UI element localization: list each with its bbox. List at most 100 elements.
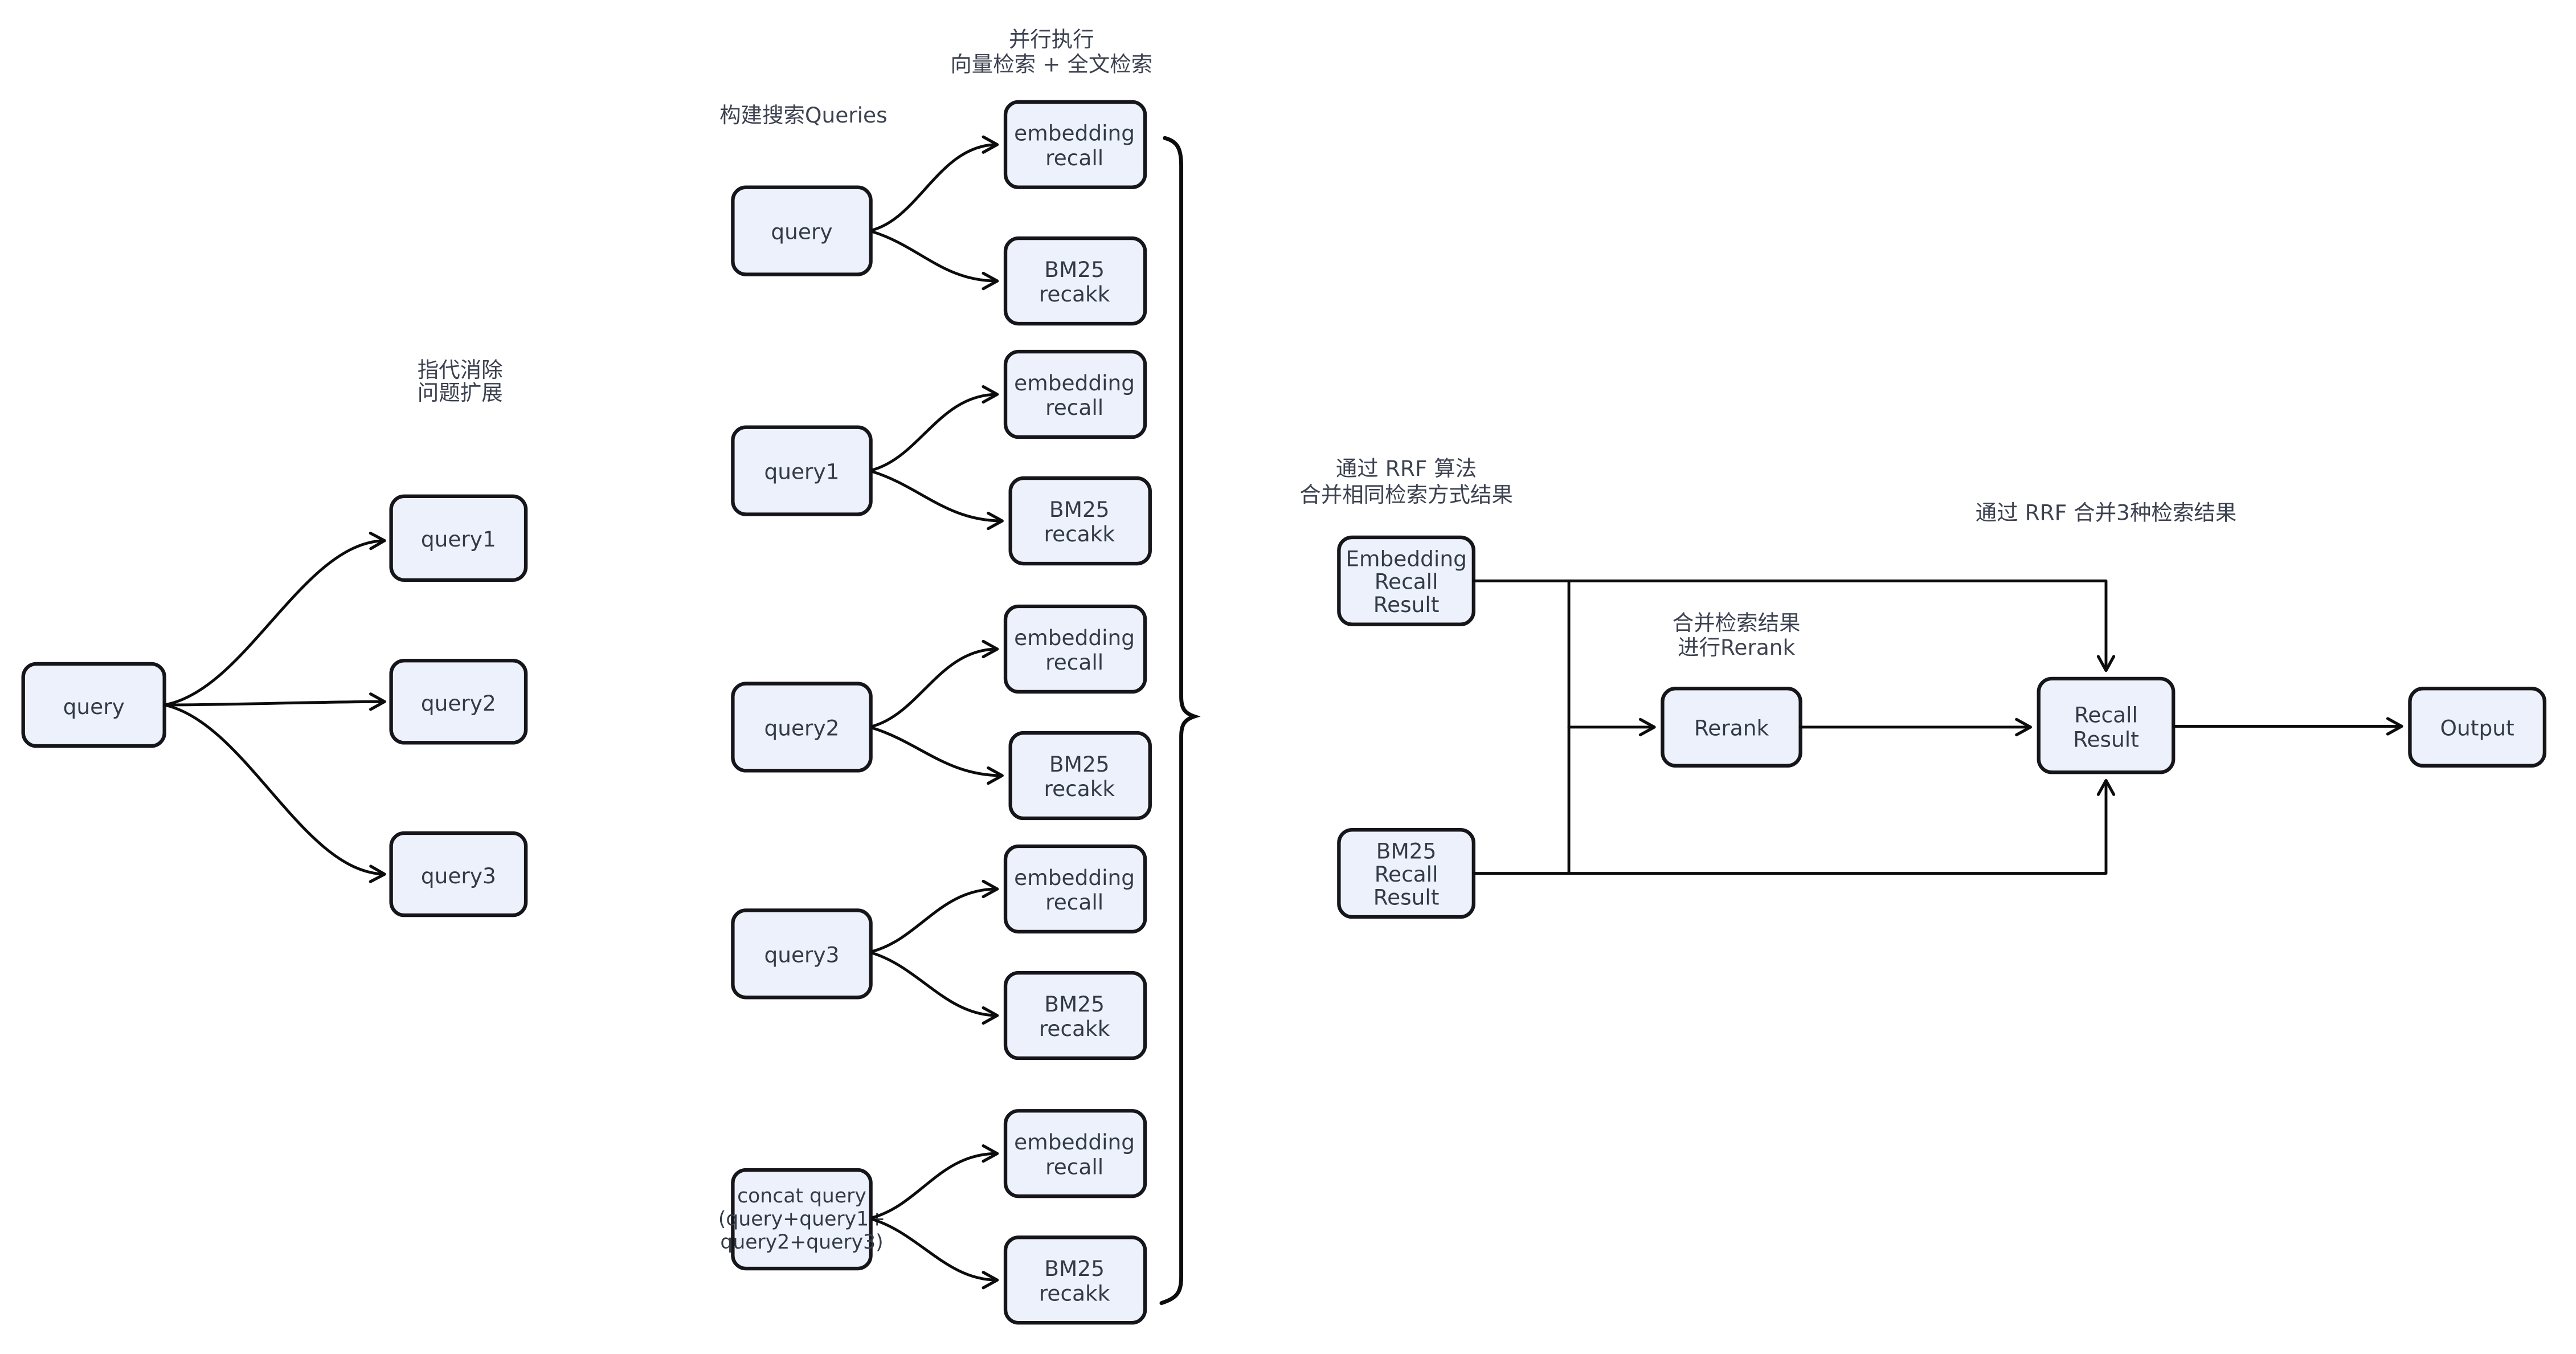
node-left-query3: query3 — [389, 831, 528, 917]
arrow-concat-to-g5-bm25 — [871, 1218, 999, 1290]
annotation-coref: 指代消除 问题扩展 — [418, 357, 503, 405]
node-g2-bm25-recall-line2: recakk — [1044, 521, 1115, 547]
node-g2-bm25-recall-line1: BM25 — [1049, 497, 1110, 522]
node-output-label: Output — [2440, 715, 2514, 740]
node-g3-bm25-recall: BM25 recakk — [1008, 731, 1152, 821]
node-g1-embedding-recall: embedding recall — [1003, 100, 1147, 189]
node-embedding-recall-result-line1: Embedding — [1346, 546, 1467, 571]
annotation-rrf-merge3-text: 通过 RRF 合并3种检索结果 — [1976, 500, 2237, 525]
node-g4-bm25-recall: BM25 recakk — [1003, 970, 1147, 1061]
arrow-query-to-query1 — [163, 532, 386, 707]
node-concat-query-line3: query2+query3) — [720, 1231, 883, 1254]
node-mid-query1-box — [731, 425, 873, 516]
node-mid-query: query — [731, 185, 873, 276]
node-g1-embedding-recall-box — [1003, 100, 1147, 189]
node-g2-embedding-recall-box — [1003, 349, 1147, 439]
node-recall-result: Recall Result — [2037, 676, 2176, 774]
node-left-query3-label: query3 — [421, 863, 496, 888]
node-g4-embedding-recall: embedding recall — [1003, 844, 1147, 934]
node-concat-query-box — [731, 1168, 873, 1271]
node-g1-bm25-recall-line1: BM25 — [1044, 257, 1105, 282]
arrow-concat-to-g5-embedding — [871, 1144, 999, 1220]
node-g5-embedding-recall-box — [1003, 1109, 1147, 1198]
node-mid-query2-label: query2 — [764, 715, 839, 740]
node-embedding-recall-result-line2: Recall — [1375, 569, 1438, 594]
node-bm25-recall-result-line2: Recall — [1375, 862, 1438, 887]
node-g4-embedding-recall-line2: recall — [1045, 890, 1103, 915]
node-g2-bm25-recall-box — [1008, 476, 1152, 566]
node-left-query1-label: query1 — [421, 527, 496, 552]
arrow-query3-to-g4-bm25 — [871, 951, 999, 1025]
node-bm25-recall-result-line1: BM25 — [1376, 839, 1437, 864]
annotation-rrf-same-line2: 合并相同检索方式结果 — [1299, 482, 1513, 507]
wire-embedding-result-to-recall-result-top — [1472, 579, 2116, 672]
node-bm25-recall-result: BM25 Recall Result — [1337, 827, 1476, 919]
node-left-query: query — [21, 662, 166, 748]
node-g2-embedding-recall-line1: embedding — [1014, 370, 1135, 395]
node-g5-bm25-recall-box — [1003, 1235, 1147, 1325]
node-rerank-label: Rerank — [1694, 715, 1769, 740]
node-g4-bm25-recall-box — [1003, 970, 1147, 1061]
annotation-coref-line2: 问题扩展 — [418, 380, 503, 405]
arrow-query-to-query3 — [163, 703, 386, 883]
annotation-rrf-same-line1: 通过 RRF 算法 — [1336, 456, 1477, 481]
node-left-query2-box — [389, 658, 528, 745]
node-output-box — [2408, 687, 2547, 768]
node-g3-embedding-recall-line1: embedding — [1014, 625, 1135, 650]
node-mid-query-box — [731, 185, 873, 276]
arrow-query1-to-g2-embedding — [871, 385, 999, 472]
node-left-query2: query2 — [389, 658, 528, 745]
arrow-query-to-query2 — [163, 692, 386, 711]
arrow-query3-to-g4-embedding — [871, 879, 999, 953]
node-g3-bm25-recall-line2: recakk — [1044, 776, 1115, 801]
node-mid-query1: query1 — [731, 425, 873, 516]
node-g5-bm25-recall-line2: recakk — [1039, 1280, 1110, 1306]
arrow-query1-to-g2-bm25 — [871, 470, 1004, 531]
node-left-query1: query1 — [389, 494, 528, 582]
node-recall-result-line1: Recall — [2074, 702, 2138, 727]
node-recall-result-line2: Result — [2073, 727, 2139, 752]
node-g2-embedding-recall: embedding recall — [1003, 349, 1147, 439]
node-mid-query2-box — [731, 682, 873, 773]
node-mid-query2: query2 — [731, 682, 873, 773]
node-g4-bm25-recall-line1: BM25 — [1044, 992, 1105, 1017]
gather-brace — [1159, 136, 1201, 1306]
node-g1-bm25-recall-box — [1003, 236, 1147, 326]
annotation-rrf-same: 通过 RRF 算法 合并相同检索方式结果 — [1299, 456, 1513, 507]
annotation-parallel-exec-line2: 向量检索 + 全文检索 — [950, 51, 1152, 76]
node-g3-embedding-recall-line2: recall — [1045, 650, 1103, 675]
node-g5-embedding-recall: embedding recall — [1003, 1109, 1147, 1198]
node-g5-bm25-recall: BM25 recakk — [1003, 1235, 1147, 1325]
wire-bm25-result-to-recall-result-bottom — [1472, 779, 2116, 875]
node-embedding-recall-result: Embedding Recall Result — [1337, 535, 1476, 626]
annotation-merge-rerank-line1: 合并检索结果 — [1673, 610, 1801, 635]
node-left-query1-box — [389, 494, 528, 582]
node-output: Output — [2408, 687, 2547, 768]
node-g5-embedding-recall-line1: embedding — [1014, 1129, 1135, 1155]
arrow-midquery-to-g1-embedding — [871, 135, 999, 232]
node-left-query-label: query — [63, 694, 125, 719]
node-g2-embedding-recall-line2: recall — [1045, 395, 1103, 420]
node-g3-bm25-recall-line1: BM25 — [1049, 752, 1110, 777]
annotation-merge-rerank-line2: 进行Rerank — [1678, 635, 1795, 660]
arrow-query2-to-g3-embedding — [871, 639, 999, 728]
node-g3-embedding-recall: embedding recall — [1003, 604, 1147, 694]
node-mid-query3-box — [731, 908, 873, 1000]
annotation-build-queries: 构建搜索Queries — [719, 103, 888, 128]
node-mid-query3: query3 — [731, 908, 873, 1000]
node-mid-query3-label: query3 — [764, 942, 839, 967]
node-g1-embedding-recall-line2: recall — [1045, 145, 1103, 170]
node-concat-query: concat query (query+query1+ query2+query… — [718, 1168, 885, 1271]
node-g5-bm25-recall-line1: BM25 — [1044, 1256, 1105, 1281]
node-rerank: Rerank — [1661, 687, 1802, 768]
node-left-query3-box — [389, 831, 528, 917]
annotation-coref-line1: 指代消除 — [418, 357, 503, 382]
annotation-parallel-exec-line1: 并行执行 — [1009, 27, 1094, 52]
annotation-merge-rerank: 合并检索结果 进行Rerank — [1673, 610, 1801, 660]
node-g1-bm25-recall-line2: recakk — [1039, 282, 1110, 307]
node-g4-embedding-recall-box — [1003, 844, 1147, 934]
node-g2-bm25-recall: BM25 recakk — [1008, 476, 1152, 566]
node-g5-embedding-recall-line2: recall — [1045, 1154, 1103, 1179]
node-g3-bm25-recall-box — [1008, 731, 1152, 821]
